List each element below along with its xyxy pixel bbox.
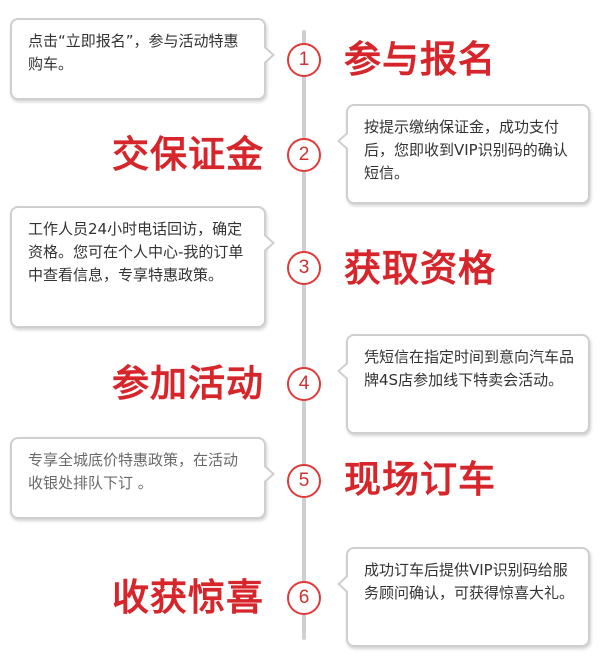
step-3-description: 工作人员24小时电话回访，确定资格。您可在个人中心-我的订单中查看信息，专享特惠… (10, 206, 275, 328)
step-3-number: 3 (287, 251, 321, 285)
step-5-number: 5 (287, 464, 321, 498)
step-1-text: 点击“立即报名”，参与活动特惠购车。 (28, 32, 239, 73)
step-2-description: 按提示缴纳保证金，成功支付后，您即收到VIP识别码的确认短信。 (337, 104, 590, 204)
step-2-text: 按提示缴纳保证金，成功支付后，您即收到VIP识别码的确认短信。 (364, 118, 568, 182)
step-5-title: 现场订车 (344, 458, 496, 501)
step-1-title: 参与报名 (344, 38, 496, 81)
step-6-title: 收获惊喜 (112, 576, 264, 619)
step-1-number: 1 (287, 43, 321, 77)
step-1-description: 点击“立即报名”，参与活动特惠购车。 (10, 18, 275, 100)
step-4-text: 凭短信在指定时间到意向汽车品牌4S店参加线下特卖会活动。 (364, 348, 575, 389)
step-4-title: 参加活动 (112, 362, 264, 405)
step-5-description: 专享全城底价特惠政策，在活动收银处排队下订 。 (10, 437, 275, 519)
step-6-number: 6 (287, 581, 321, 615)
step-6-description: 成功订车后提供VIP识别码给服务顾问确认，可获得惊喜大礼。 (337, 547, 590, 647)
step-3-title: 获取资格 (344, 247, 496, 290)
step-2-title: 交保证金 (112, 133, 264, 176)
step-3-text: 工作人员24小时电话回访，确定资格。您可在个人中心-我的订单中查看信息，专享特惠… (28, 220, 244, 284)
timeline-line (302, 30, 306, 640)
step-5-text: 专享全城底价特惠政策，在活动收银处排队下订 。 (28, 451, 239, 492)
step-2-number: 2 (287, 138, 321, 172)
step-4-number: 4 (287, 367, 321, 401)
step-4-description: 凭短信在指定时间到意向汽车品牌4S店参加线下特卖会活动。 (337, 334, 590, 434)
step-6-text: 成功订车后提供VIP识别码给服务顾问确认，可获得惊喜大礼。 (364, 561, 575, 602)
